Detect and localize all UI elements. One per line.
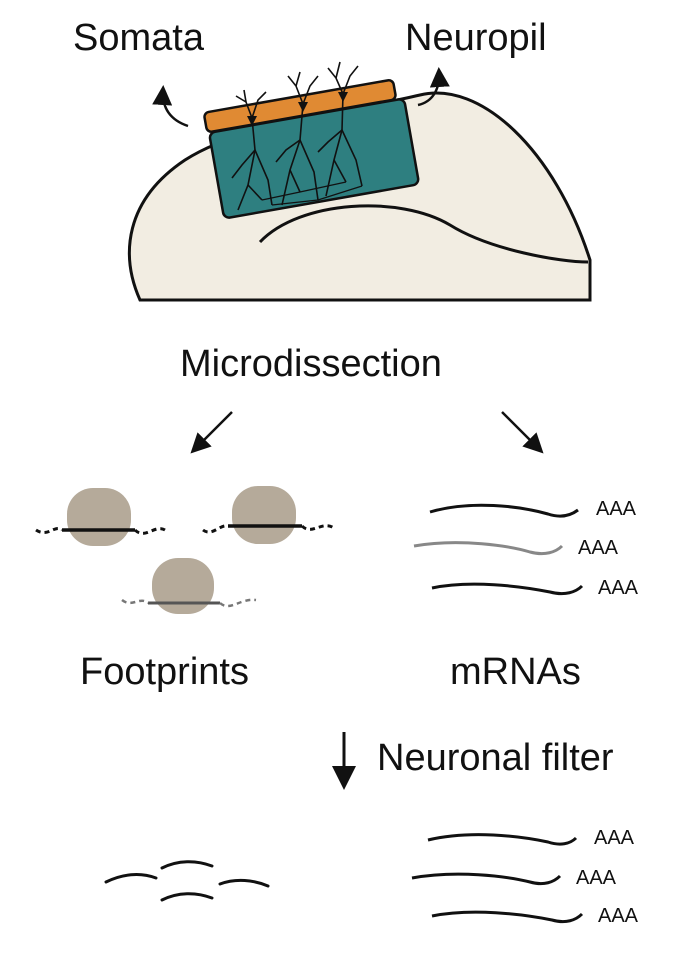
filtered-mrnas: AAA AAA AAA xyxy=(411,827,639,927)
neurons xyxy=(231,61,363,211)
mrna-line xyxy=(431,910,584,924)
polya-tail-label: AAA xyxy=(598,905,639,927)
mrnas-group: AAA AAA AAA xyxy=(413,498,639,599)
footprints-label: Footprints xyxy=(80,651,249,693)
polya-tail-label: AAA xyxy=(596,498,637,520)
microdissection-label: Microdissection xyxy=(180,343,442,385)
neuron-3 xyxy=(317,61,363,197)
arrow-to-mrnas xyxy=(501,411,544,454)
neuropil-curved-arrow xyxy=(417,67,450,107)
ribosome-3 xyxy=(121,558,257,614)
ribosome-1 xyxy=(35,488,166,546)
polya-tail-label: AAA xyxy=(576,867,617,889)
mrna-line xyxy=(429,503,579,518)
polya-tail-label: AAA xyxy=(578,537,619,559)
neuropil-label: Neuropil xyxy=(405,17,547,59)
neuron-1 xyxy=(231,89,273,211)
filtered-footprints xyxy=(104,860,270,902)
polya-tail-label: AAA xyxy=(594,827,635,849)
mrna-line-grey xyxy=(413,541,564,556)
ribosome-footprints xyxy=(35,486,335,614)
polya-tail-label: AAA xyxy=(598,577,639,599)
arrow-to-footprints xyxy=(190,411,233,454)
brain-inner-fold xyxy=(258,204,589,264)
ribosome-2 xyxy=(202,486,335,544)
neuron-2 xyxy=(275,71,319,206)
mrna-line xyxy=(427,833,578,846)
mrna-line xyxy=(411,872,562,886)
neuron-somas xyxy=(247,92,348,126)
somata-label: Somata xyxy=(73,17,205,59)
mrnas-label: mRNAs xyxy=(450,651,581,693)
neuronal-filter-label: Neuronal filter xyxy=(377,737,614,779)
mrna-line xyxy=(431,582,584,596)
somata-curved-arrow xyxy=(152,85,189,128)
